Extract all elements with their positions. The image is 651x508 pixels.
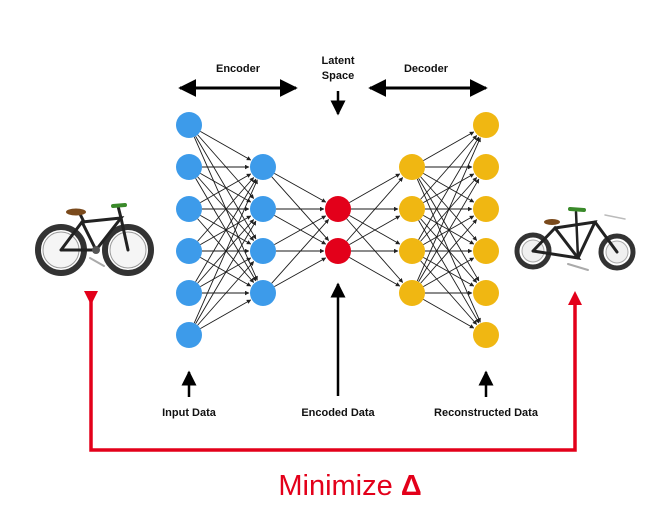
output-node	[473, 238, 499, 264]
input-node	[176, 196, 202, 222]
input-node	[176, 154, 202, 180]
encoder-hidden-node	[250, 196, 276, 222]
input-node	[176, 322, 202, 348]
minimize-text: Minimize	[278, 470, 400, 502]
input-node	[176, 280, 202, 306]
reconstructed-bicycle-icon	[517, 209, 633, 270]
output-node	[473, 154, 499, 180]
input-node	[176, 112, 202, 138]
output-node	[473, 196, 499, 222]
output-node	[473, 280, 499, 306]
output-node	[473, 112, 499, 138]
connection	[349, 257, 400, 286]
decoder-hidden-node	[399, 196, 425, 222]
latent-node	[325, 196, 351, 222]
latent-space-label-line2: Space	[322, 70, 354, 82]
encoder-hidden-node	[250, 238, 276, 264]
decoder-hidden-node	[399, 154, 425, 180]
encoded-data-label: Encoded Data	[301, 407, 375, 419]
connection	[423, 299, 474, 328]
output-node	[473, 322, 499, 348]
delta-symbol: Δ	[401, 470, 422, 502]
input-data-label: Input Data	[162, 407, 217, 419]
connection	[349, 174, 400, 203]
encoder-hidden-node	[250, 154, 276, 180]
connection	[200, 131, 251, 160]
connection	[423, 132, 474, 161]
encoder-label: Encoder	[216, 63, 261, 75]
latent-node	[325, 238, 351, 264]
connection	[200, 300, 251, 329]
decoder-hidden-node	[399, 280, 425, 306]
connection	[419, 137, 479, 240]
reconstructed-data-label: Reconstructed Data	[434, 407, 539, 419]
minimize-delta-label: Minimize Δ	[278, 470, 421, 502]
loss-comparison-arrow	[91, 298, 575, 450]
decoder-label: Decoder	[404, 63, 449, 75]
encoder-hidden-node	[250, 280, 276, 306]
input-node	[176, 238, 202, 264]
connection	[196, 221, 256, 324]
decoder-hidden-node	[399, 238, 425, 264]
latent-space-label-line1: Latent	[322, 55, 355, 67]
bicycle-icon	[38, 205, 151, 273]
